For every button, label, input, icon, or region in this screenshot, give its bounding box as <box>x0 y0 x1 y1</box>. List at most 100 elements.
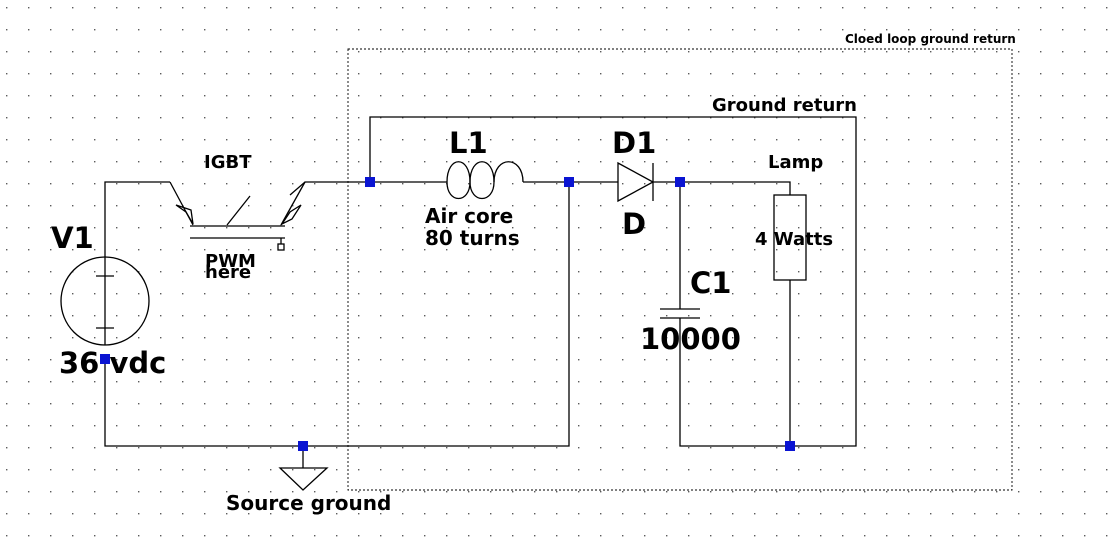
grid-dot <box>798 7 800 9</box>
grid-dot <box>358 7 360 9</box>
grid-dot <box>50 29 52 31</box>
grid-dot <box>842 535 844 537</box>
l1-name-label: L1 <box>449 126 488 160</box>
grid-dot <box>842 271 844 273</box>
grid-dot <box>1084 95 1086 97</box>
grid-dot <box>468 447 470 449</box>
grid-dot <box>578 513 580 515</box>
grid-dot <box>1106 161 1108 163</box>
grid-dot <box>204 51 206 53</box>
grid-dot <box>842 51 844 53</box>
grid-dot <box>1040 293 1042 295</box>
grid-dot <box>930 315 932 317</box>
grid-dot <box>776 95 778 97</box>
grid-dot <box>688 491 690 493</box>
grid-dot <box>974 29 976 31</box>
grid-dot <box>798 403 800 405</box>
grid-dot <box>314 161 316 163</box>
grid-dot <box>1040 337 1042 339</box>
grid-dot <box>1018 425 1020 427</box>
grid-dot <box>314 469 316 471</box>
grid-dot <box>94 293 96 295</box>
grid-dot <box>512 95 514 97</box>
grid-dot <box>6 29 8 31</box>
grid-dot <box>248 403 250 405</box>
grid-dot <box>578 447 580 449</box>
grid-dot <box>490 95 492 97</box>
grid-dot <box>622 51 624 53</box>
grid-dot <box>578 95 580 97</box>
grid-dot <box>1084 29 1086 31</box>
grid-dot <box>886 205 888 207</box>
junction-d1-cathode <box>675 177 685 187</box>
grid-dot <box>292 139 294 141</box>
grid-dot <box>358 513 360 515</box>
grid-dot <box>424 535 426 537</box>
grid-dot <box>270 359 272 361</box>
grid-dot <box>864 73 866 75</box>
grid-dot <box>622 139 624 141</box>
grid-dot <box>270 271 272 273</box>
grid-dot <box>534 249 536 251</box>
grid-dot <box>776 403 778 405</box>
grid-dot <box>490 491 492 493</box>
l1-desc2-label: 80 turns <box>425 226 520 250</box>
grid-dot <box>996 205 998 207</box>
grid-dot <box>622 381 624 383</box>
grid-dot <box>490 227 492 229</box>
grid-dot <box>908 139 910 141</box>
grid-dot <box>732 535 734 537</box>
grid-dot <box>952 249 954 251</box>
grid-dot <box>622 227 624 229</box>
grid-dot <box>710 249 712 251</box>
grid-dot <box>1084 139 1086 141</box>
grid-dot <box>204 293 206 295</box>
grid-dot <box>28 227 30 229</box>
grid-dot <box>820 293 822 295</box>
grid-dot <box>468 117 470 119</box>
grid-dot <box>798 359 800 361</box>
grid-dot <box>622 293 624 295</box>
grid-dot <box>1040 161 1042 163</box>
grid-dot <box>402 51 404 53</box>
grid-dot <box>424 469 426 471</box>
grid-dot <box>732 491 734 493</box>
grid-dot <box>644 51 646 53</box>
grid-dot <box>6 161 8 163</box>
grid-dot <box>820 205 822 207</box>
grid-dot <box>974 447 976 449</box>
grid-dot <box>1106 535 1108 537</box>
grid-dot <box>446 293 448 295</box>
grid-dot <box>776 29 778 31</box>
grid-dot <box>732 73 734 75</box>
grid-dot <box>468 381 470 383</box>
grid-dot <box>138 7 140 9</box>
grid-dot <box>116 139 118 141</box>
grid-dot <box>886 447 888 449</box>
grid-dot <box>6 249 8 251</box>
grid-dot <box>336 205 338 207</box>
grid-dot <box>204 491 206 493</box>
grid-dot <box>6 293 8 295</box>
junction-v1-bottom <box>100 354 110 364</box>
grid-dot <box>556 359 558 361</box>
grid-dot <box>842 183 844 185</box>
grid-dot <box>160 315 162 317</box>
grid-dot <box>380 271 382 273</box>
grid-dot <box>28 161 30 163</box>
grid-dot <box>930 447 932 449</box>
grid-dot <box>776 337 778 339</box>
grid-dot <box>688 337 690 339</box>
grid-dot <box>248 359 250 361</box>
grid-dot <box>1084 315 1086 317</box>
grid-dot <box>886 469 888 471</box>
grid-dot <box>1018 271 1020 273</box>
grid-dot <box>292 535 294 537</box>
grid-dot <box>1062 95 1064 97</box>
grid-dot <box>578 403 580 405</box>
grid-dot <box>644 337 646 339</box>
grid-dot <box>336 293 338 295</box>
grid-dot <box>732 205 734 207</box>
grid-dot <box>402 271 404 273</box>
grid-dot <box>776 381 778 383</box>
